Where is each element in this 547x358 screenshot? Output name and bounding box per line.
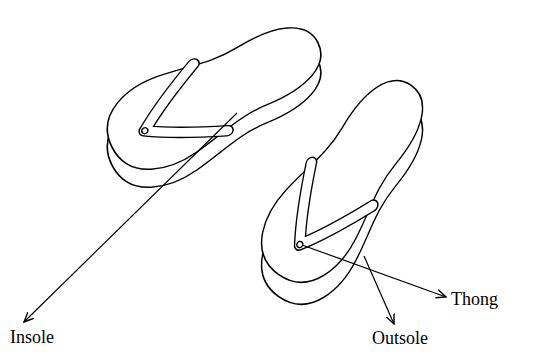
leader-line [24,113,237,322]
part-label: Outsole [372,329,428,349]
right-sandal [243,60,447,321]
part-label: Thong [451,290,498,310]
part-label: Insole [10,328,54,348]
leader-line [364,256,394,324]
leader-line [302,245,446,297]
